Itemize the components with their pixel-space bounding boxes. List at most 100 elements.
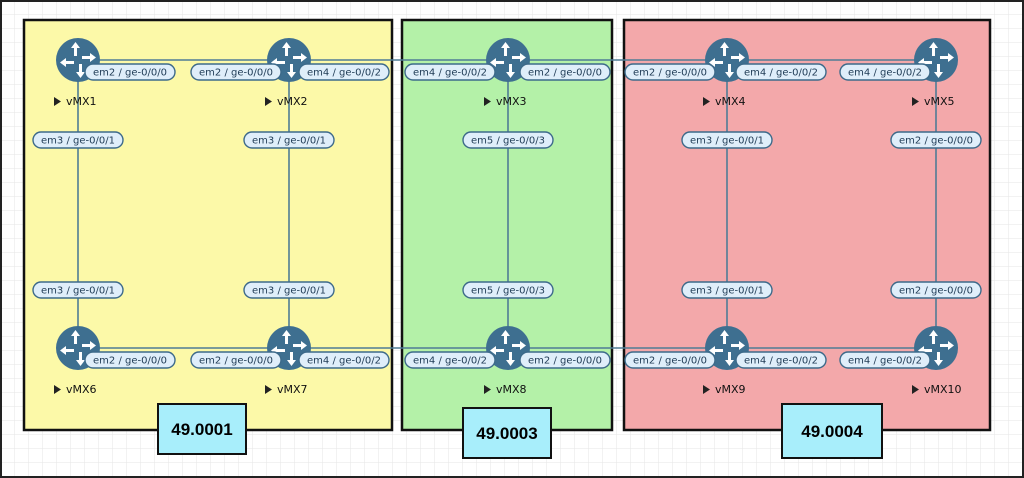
expand-triangle-icon[interactable] xyxy=(703,385,710,394)
interface-pill xyxy=(190,63,282,81)
interface-label: em2 / ge-0/0/0 xyxy=(190,351,282,369)
interface-text: em3 / ge-0/0/1 xyxy=(252,136,326,147)
interface-text: em3 / ge-0/0/1 xyxy=(252,286,326,297)
interface-pill xyxy=(84,63,176,81)
interface-pill xyxy=(462,131,554,149)
router-name-label: vMX5 xyxy=(924,95,955,108)
interface-pill xyxy=(243,281,335,299)
router-name-label: vMX2 xyxy=(277,95,308,108)
interface-text: em2 / ge-0/0/0 xyxy=(899,286,973,297)
interface-text: em2 / ge-0/0/0 xyxy=(199,356,273,367)
router-name-label: vMX4 xyxy=(715,95,746,108)
interface-pill xyxy=(839,63,931,81)
expand-triangle-icon[interactable] xyxy=(912,97,919,106)
interface-text: em5 / ge-0/0/3 xyxy=(471,136,545,147)
area-label: 49.0004 xyxy=(801,422,863,441)
interface-text: em4 / ge-0/0/2 xyxy=(848,68,922,79)
interface-text: em3 / ge-0/0/1 xyxy=(690,136,764,147)
router-name-label: vMX6 xyxy=(66,383,97,396)
interface-pill xyxy=(735,351,827,369)
interface-text: em4 / ge-0/0/2 xyxy=(413,68,487,79)
router-name-label: vMX9 xyxy=(715,383,746,396)
interface-label: em2 / ge-0/0/0 xyxy=(624,351,716,369)
area-label-box xyxy=(781,403,883,459)
interface-pill xyxy=(681,131,773,149)
interface-text: em2 / ge-0/0/0 xyxy=(199,68,273,79)
interface-text: em5 / ge-0/0/3 xyxy=(471,286,545,297)
expand-triangle-icon[interactable] xyxy=(703,97,710,106)
interface-label: em4 / ge-0/0/2 xyxy=(735,63,827,81)
interface-label: em4 / ge-0/0/2 xyxy=(298,63,390,81)
interface-label: em2 / ge-0/0/0 xyxy=(190,63,282,81)
expand-triangle-icon[interactable] xyxy=(912,385,919,394)
interface-label: em3 / ge-0/0/1 xyxy=(32,281,124,299)
interface-text: em2 / ge-0/0/0 xyxy=(899,136,973,147)
interface-label: em2 / ge-0/0/0 xyxy=(624,63,716,81)
interface-label: em2 / ge-0/0/0 xyxy=(84,63,176,81)
expand-triangle-icon[interactable] xyxy=(54,97,61,106)
interface-label: em4 / ge-0/0/2 xyxy=(298,351,390,369)
router-name-label: vMX3 xyxy=(496,95,527,108)
interface-label: em5 / ge-0/0/3 xyxy=(462,131,554,149)
interface-label: em4 / ge-0/0/2 xyxy=(735,351,827,369)
interface-pill xyxy=(190,351,282,369)
interface-pill xyxy=(32,281,124,299)
interface-pill xyxy=(735,63,827,81)
interface-text: em4 / ge-0/0/2 xyxy=(307,68,381,79)
interface-label: em2 / ge-0/0/0 xyxy=(84,351,176,369)
interface-text: em2 / ge-0/0/0 xyxy=(93,356,167,367)
interface-pill xyxy=(462,281,554,299)
router-name-label: vMX10 xyxy=(924,383,962,396)
interface-pill xyxy=(404,351,496,369)
interface-pill xyxy=(404,63,496,81)
interface-text: em4 / ge-0/0/2 xyxy=(307,356,381,367)
expand-triangle-icon[interactable] xyxy=(484,385,491,394)
interface-pill xyxy=(298,351,390,369)
interface-text: em4 / ge-0/0/2 xyxy=(413,356,487,367)
interface-label: em4 / ge-0/0/2 xyxy=(404,63,496,81)
interface-pill xyxy=(681,281,773,299)
router-name-label: vMX1 xyxy=(66,95,97,108)
area-label-box xyxy=(157,403,247,455)
interface-pill xyxy=(624,351,716,369)
expand-triangle-icon[interactable] xyxy=(265,97,272,106)
interface-pill xyxy=(519,63,611,81)
interface-text: em2 / ge-0/0/0 xyxy=(633,356,707,367)
interface-text: em4 / ge-0/0/2 xyxy=(848,356,922,367)
router-name-label: vMX8 xyxy=(496,383,527,396)
interface-label: em2 / ge-0/0/0 xyxy=(890,131,982,149)
interface-label: em4 / ge-0/0/2 xyxy=(404,351,496,369)
interface-pill xyxy=(32,131,124,149)
interface-label: em5 / ge-0/0/3 xyxy=(462,281,554,299)
interface-text: em4 / ge-0/0/2 xyxy=(744,356,818,367)
router-name-label: vMX7 xyxy=(277,383,308,396)
interface-text: em3 / ge-0/0/1 xyxy=(41,136,115,147)
area-label: 49.0001 xyxy=(171,420,232,439)
interface-label: em3 / ge-0/0/1 xyxy=(243,131,335,149)
interface-label: em3 / ge-0/0/1 xyxy=(681,131,773,149)
interface-text: em4 / ge-0/0/2 xyxy=(744,68,818,79)
interface-text: em2 / ge-0/0/0 xyxy=(528,356,602,367)
interface-text: em2 / ge-0/0/0 xyxy=(93,68,167,79)
interface-text: em3 / ge-0/0/1 xyxy=(41,286,115,297)
interface-pill xyxy=(624,63,716,81)
interface-pill xyxy=(890,131,982,149)
interface-label: em3 / ge-0/0/1 xyxy=(243,281,335,299)
interface-label: em2 / ge-0/0/0 xyxy=(519,351,611,369)
expand-triangle-icon[interactable] xyxy=(265,385,272,394)
interface-pill xyxy=(84,351,176,369)
interface-pill xyxy=(298,63,390,81)
interface-label: em3 / ge-0/0/1 xyxy=(681,281,773,299)
expand-triangle-icon[interactable] xyxy=(54,385,61,394)
interface-text: em2 / ge-0/0/0 xyxy=(633,68,707,79)
interface-text: em2 / ge-0/0/0 xyxy=(528,68,602,79)
expand-triangle-icon[interactable] xyxy=(484,97,491,106)
interface-label: em2 / ge-0/0/0 xyxy=(890,281,982,299)
interface-label: em4 / ge-0/0/2 xyxy=(839,63,931,81)
area-label-box xyxy=(462,407,552,459)
interface-pill xyxy=(839,351,931,369)
interface-pill xyxy=(890,281,982,299)
